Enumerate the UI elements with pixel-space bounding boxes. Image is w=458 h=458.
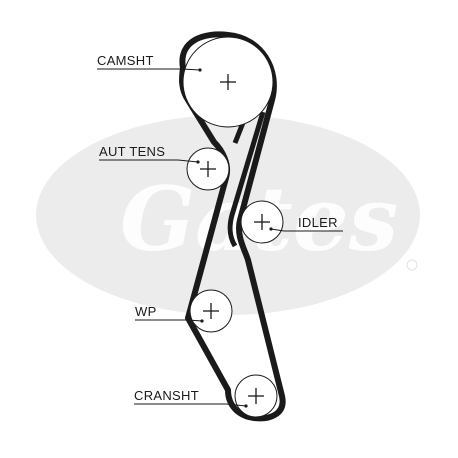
camshaft-pulley: [182, 36, 274, 128]
crankshaft-pulley: [234, 374, 278, 418]
gates-logo-icon: Gates: [36, 115, 420, 315]
label-camshaft-text: CAMSHT: [97, 53, 154, 68]
label-water-pump: WP: [135, 304, 204, 323]
label-water-pump-text: WP: [135, 304, 157, 319]
label-crankshaft-text: CRANSHT: [134, 388, 199, 403]
label-idler: IDLER: [269, 215, 343, 232]
label-crankshaft: CRANSHT: [134, 388, 248, 408]
label-camshaft: CAMSHT: [97, 53, 202, 72]
water-pump-pulley: [189, 289, 233, 333]
label-idler-text: IDLER: [298, 215, 338, 230]
tensioner-pulley: [186, 147, 230, 191]
idler-pulley: [240, 200, 284, 244]
label-tensioner: AUT TENS: [99, 144, 200, 164]
label-tensioner-text: AUT TENS: [99, 144, 165, 159]
